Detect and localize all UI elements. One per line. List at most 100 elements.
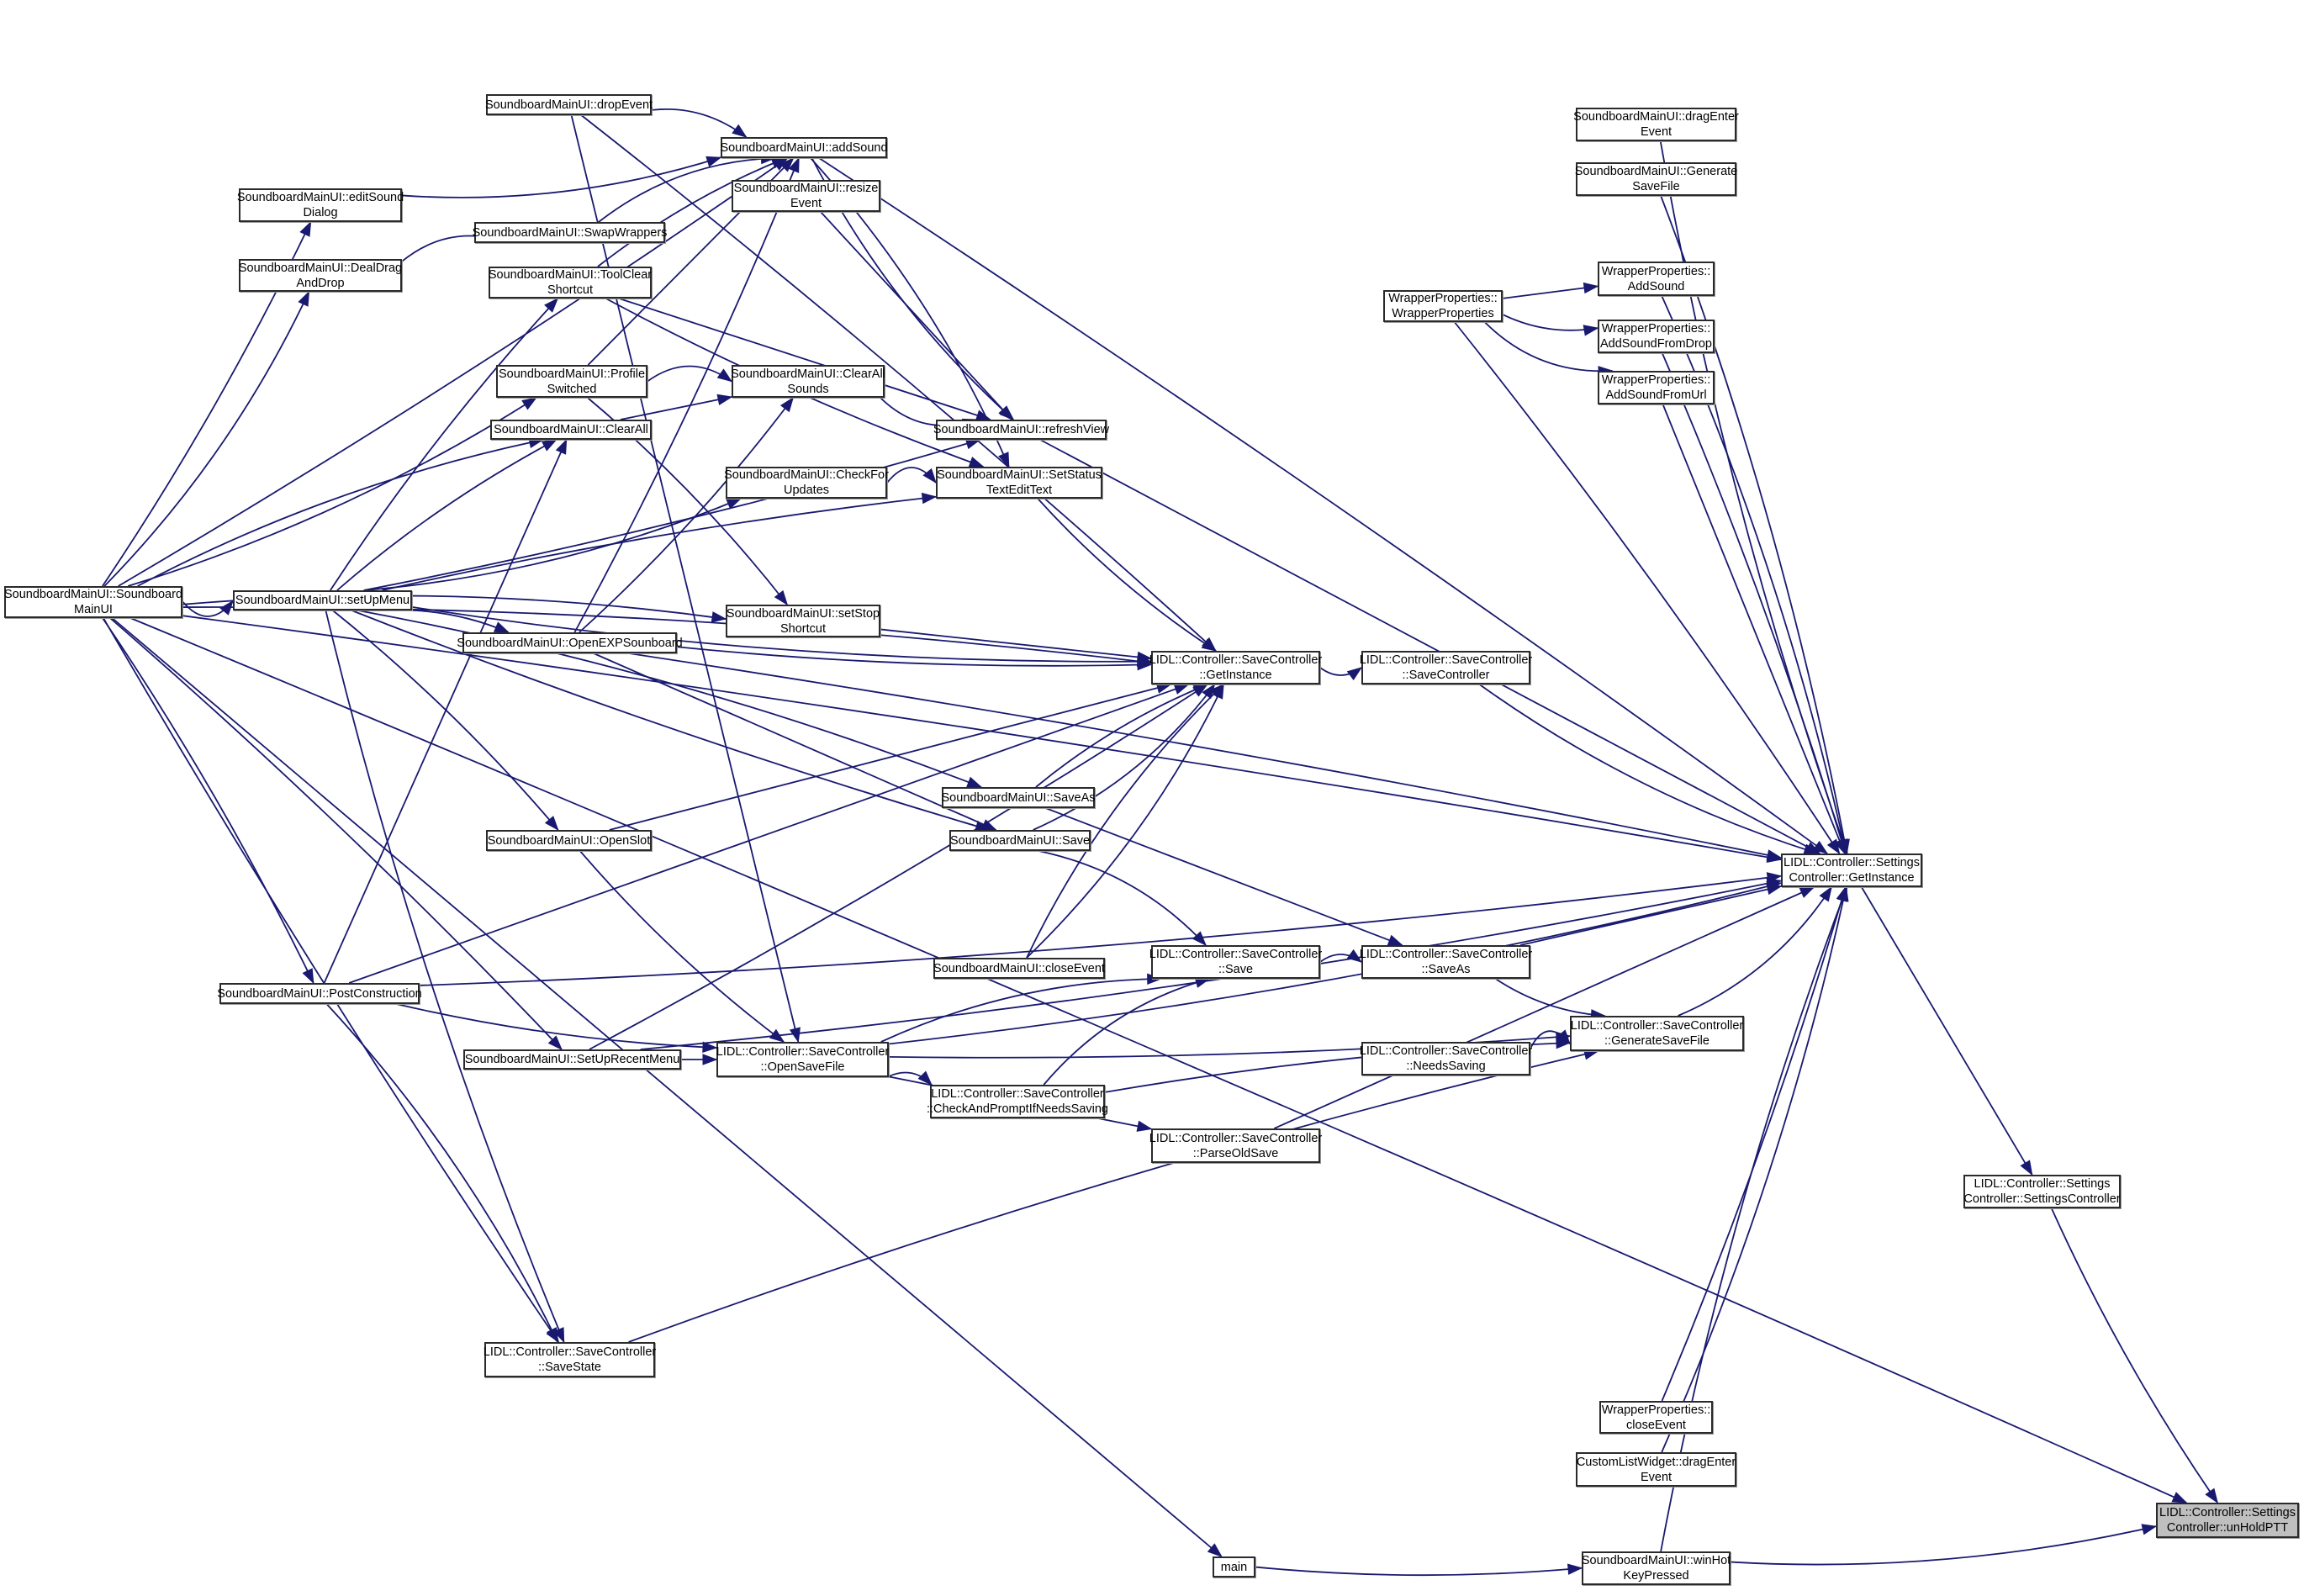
node-ui-save[interactable]: SoundboardMainUI::Save: [949, 830, 1091, 851]
arrowhead-icon: [726, 498, 742, 510]
node-ui-drag-enter[interactable]: SoundboardMainUI::dragEnter Event: [1573, 108, 1739, 141]
node-label: SoundboardMainUI::addSound: [720, 140, 888, 155]
edge-set-up-menu-to-open-slot: [332, 610, 559, 831]
node-sc-check-and-prompt[interactable]: LIDL::Controller::SaveController ::Check…: [927, 1085, 1108, 1118]
node-wp-ctor[interactable]: WrapperProperties:: WrapperProperties: [1383, 290, 1503, 322]
node-un-hold-ptt[interactable]: LIDL::Controller::Settings Controller::u…: [2156, 1503, 2299, 1538]
node-label: SoundboardMainUI::Generate SaveFile: [1574, 165, 1738, 193]
node-open-slot[interactable]: SoundboardMainUI::OpenSlot: [486, 830, 652, 851]
arrowhead-icon: [555, 438, 568, 455]
arrowhead-icon: [547, 1035, 563, 1051]
edge-main-uictor-to-clear-all: [137, 439, 543, 587]
node-profile-switched[interactable]: SoundboardMainUI::Profile Switched: [496, 365, 647, 398]
edge-set-get-instance-to-set-ctor: [1861, 886, 2033, 1176]
arrowhead-icon: [1766, 851, 1783, 864]
node-sc-save-as[interactable]: LIDL::Controller::SaveController ::SaveA…: [1359, 945, 1533, 979]
node-label: LIDL::Controller::SaveController ::SaveS…: [483, 1345, 657, 1374]
node-edit-sound-dialog[interactable]: SoundboardMainUI::editSound Dialog: [237, 188, 404, 222]
node-tool-clear-shortcut[interactable]: SoundboardMainUI::ToolClear Shortcut: [489, 267, 652, 299]
arrowhead-icon: [1346, 667, 1363, 681]
node-sc-get-instance[interactable]: LIDL::Controller::SaveController ::GetIn…: [1149, 651, 1322, 684]
edge-main-to-win-hot-key: [1255, 1566, 1583, 1577]
arrowhead-icon: [1766, 880, 1783, 892]
edge-open-exp-to-add-sound: [573, 157, 800, 633]
edge-set-ctor-to-un-hold-ptt: [2050, 1208, 2218, 1504]
edge-main-uictor-to-post-construction: [102, 617, 314, 984]
edge-sc-check-and-prompt-to-sc-save: [1043, 978, 1210, 1086]
arrowhead-icon: [1136, 1120, 1153, 1132]
node-win-hot-key[interactable]: SoundboardMainUI::winHot KeyPressed: [1582, 1551, 1731, 1585]
node-set-stop-shortcut[interactable]: SoundboardMainUI::setStop Shortcut: [726, 605, 880, 637]
node-label: LIDL::Controller::SaveController ::SaveA…: [1359, 948, 1533, 976]
node-check-for-updates[interactable]: SoundboardMainUI::CheckFor Updates: [724, 467, 889, 499]
node-wp-add-sound-from-drop[interactable]: WrapperProperties:: AddSoundFromDrop: [1598, 320, 1715, 353]
edge-post-construction-to-sc-get-instance: [348, 684, 1189, 984]
node-resize-event[interactable]: SoundboardMainUI::resize Event: [732, 180, 880, 212]
node-ui-generate-save-file[interactable]: SoundboardMainUI::Generate SaveFile: [1574, 162, 1738, 196]
node-clear-all-sounds[interactable]: SoundboardMainUI::ClearAll Sounds: [731, 365, 885, 398]
edge-main-uictor-to-add-sound: [118, 157, 788, 587]
node-label: SoundboardMainUI::dropEvent: [484, 98, 653, 112]
node-sc-needs-saving[interactable]: LIDL::Controller::SaveController ::Needs…: [1359, 1042, 1533, 1075]
node-set-up-menu[interactable]: SoundboardMainUI::setUpMenu: [233, 590, 412, 610]
node-sc-save[interactable]: LIDL::Controller::SaveController ::Save: [1149, 945, 1322, 979]
edge-ui-save-to-sc-get-instance: [1033, 684, 1216, 831]
edge-sc-save-as-to-sc-generate-save-file: [1495, 978, 1605, 1017]
arrowhead-icon: [921, 492, 938, 505]
node-ui-close-event[interactable]: SoundboardMainUI::closeEvent: [933, 958, 1105, 979]
edge-set-up-recent-menu-to-set-get-instance: [640, 880, 1782, 1050]
node-wp-close-event[interactable]: WrapperProperties:: closeEvent: [1599, 1401, 1713, 1434]
edge-wp-add-sound-from-url-to-set-get-instance: [1662, 404, 1846, 854]
node-main-uictor[interactable]: SoundboardMainUI::Soundboard MainUI: [4, 586, 182, 618]
edge-open-exp-to-sc-get-instance: [676, 646, 1152, 667]
node-sc-generate-save-file[interactable]: LIDL::Controller::SaveController ::Gener…: [1570, 1016, 1744, 1051]
node-label: SoundboardMainUI::SaveAs: [941, 790, 1096, 805]
node-set-ctor[interactable]: LIDL::Controller::Settings Controller::S…: [1963, 1175, 2121, 1208]
node-main[interactable]: main: [1213, 1556, 1255, 1578]
node-clear-all[interactable]: SoundboardMainUI::ClearAll: [490, 420, 652, 440]
arrowhead-icon: [1799, 886, 1815, 898]
edge-post-construction-to-sc-open-save-file: [396, 1003, 717, 1049]
arrowhead-icon: [966, 776, 983, 788]
edge-main-uictor-to-un-hold-ptt: [129, 617, 2187, 1504]
node-drop-event[interactable]: SoundboardMainUI::dropEvent: [484, 94, 653, 115]
node-label: SoundboardMainUI::ClearAll Sounds: [731, 367, 885, 396]
node-set-up-recent-menu[interactable]: SoundboardMainUI::SetUpRecentMenu: [463, 1049, 681, 1070]
edge-refresh-view-to-set-get-instance: [1039, 439, 1820, 854]
edge-wp-ctor-to-wp-add-sound: [1502, 285, 1599, 299]
node-wp-add-sound[interactable]: WrapperProperties:: AddSound: [1598, 262, 1715, 296]
node-sc-ctor[interactable]: LIDL::Controller::SaveController ::SaveC…: [1360, 651, 1532, 684]
edge-resize-event-to-refresh-view: [820, 211, 1013, 420]
arrowhead-icon: [544, 297, 559, 313]
edge-post-construction-to-clear-all: [323, 439, 568, 984]
node-sc-parse-old-save[interactable]: LIDL::Controller::SaveController ::Parse…: [1149, 1128, 1322, 1163]
node-ui-save-as[interactable]: SoundboardMainUI::SaveAs: [941, 787, 1096, 808]
node-set-status-text[interactable]: SoundboardMainUI::SetStatus TextEditText: [936, 467, 1102, 499]
node-post-construction[interactable]: SoundboardMainUI::PostConstruction: [217, 983, 422, 1004]
node-label: SoundboardMainUI::resize Event: [733, 182, 879, 210]
node-label: LIDL::Controller::SaveController ::OpenS…: [716, 1045, 890, 1074]
node-sc-save-state[interactable]: LIDL::Controller::SaveController ::SaveS…: [483, 1342, 657, 1377]
edge-wp-ctor-to-wp-add-sound-from-drop: [1502, 314, 1599, 331]
node-swap-wrappers[interactable]: SoundboardMainUI::SwapWrappers: [473, 222, 667, 243]
node-refresh-view[interactable]: SoundboardMainUI::refreshView: [933, 420, 1109, 440]
node-sc-open-save-file[interactable]: LIDL::Controller::SaveController ::OpenS…: [716, 1042, 889, 1077]
node-set-get-instance[interactable]: LIDL::Controller::Settings Controller::G…: [1781, 853, 1922, 887]
edge-add-sound-to-set-get-instance: [818, 157, 1828, 854]
node-open-exp[interactable]: SoundboardMainUI::OpenEXPSounboard: [457, 632, 683, 653]
arrowhead-icon: [716, 394, 733, 405]
arrowhead-icon: [1834, 838, 1846, 855]
edge-clw-drag-enter-to-set-get-instance: [1661, 886, 1847, 1453]
arrowhead-icon: [770, 157, 787, 169]
node-clw-drag-enter[interactable]: CustomListWidget::dragEnter Event: [1576, 1452, 1736, 1487]
node-label: SoundboardMainUI::Profile Switched: [498, 367, 646, 396]
node-label: LIDL::Controller::SaveController ::Needs…: [1359, 1044, 1533, 1073]
edge-set-up-menu-to-refresh-view: [363, 439, 980, 591]
node-wp-add-sound-from-url[interactable]: WrapperProperties:: AddSoundFromUrl: [1598, 371, 1715, 404]
edge-ui-close-event-to-sc-get-instance: [1026, 684, 1224, 959]
arrowhead-icon: [299, 220, 312, 237]
arrowhead-icon: [1136, 655, 1153, 667]
edge-main-uictor-to-main: [111, 617, 1223, 1557]
node-deal-drag-and-drop[interactable]: SoundboardMainUI::DealDrag AndDrop: [239, 259, 402, 292]
node-add-sound[interactable]: SoundboardMainUI::addSound: [720, 137, 888, 158]
